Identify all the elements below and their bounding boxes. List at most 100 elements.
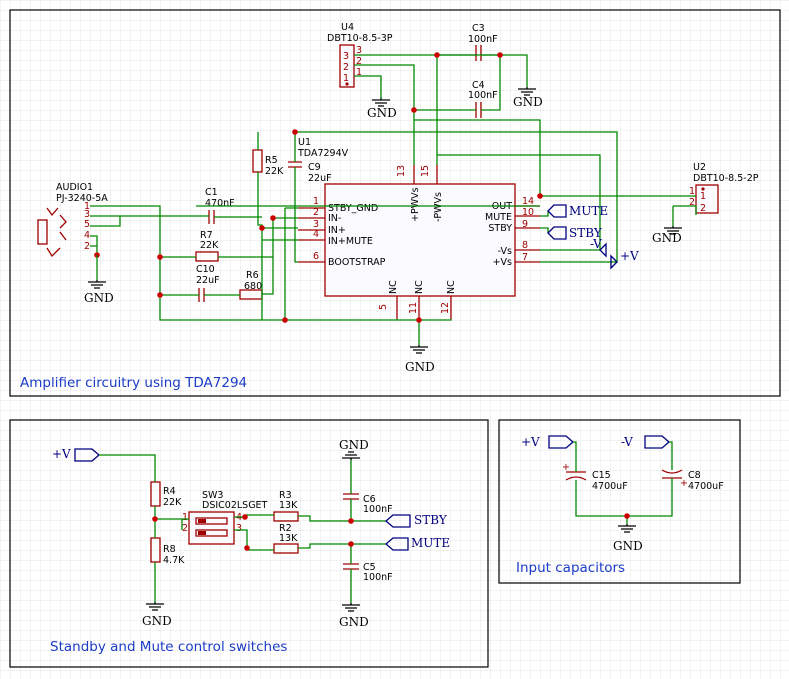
amplifier-section-title: Amplifier circuitry using TDA7294 bbox=[20, 375, 247, 391]
amplifier-wires bbox=[90, 54, 697, 345]
nv-net-flag[interactable]: -V bbox=[621, 435, 670, 449]
r3-value: 13K bbox=[279, 500, 298, 511]
u1-pin-name: +Vs bbox=[493, 257, 512, 268]
r4-value: 22K bbox=[163, 497, 182, 508]
u1-pin-num: 10 bbox=[522, 207, 534, 218]
pv-net-label: +V bbox=[620, 249, 639, 263]
u1-pin-name: NC bbox=[388, 280, 399, 294]
ground-symbol[interactable]: GND bbox=[84, 255, 114, 305]
u1-pin-num: 4 bbox=[313, 229, 319, 240]
c4-value: 100nF bbox=[468, 90, 498, 101]
stby-net-label: STBY bbox=[414, 513, 448, 527]
u1-pin-num: 2 bbox=[313, 207, 319, 218]
r8-value: 4.7K bbox=[163, 555, 185, 566]
stby-net-flag[interactable]: STBY bbox=[547, 226, 603, 240]
ground-symbol[interactable]: GND bbox=[142, 602, 172, 628]
u4-body[interactable] bbox=[339, 44, 355, 88]
input-caps-section-title: Input capacitors bbox=[516, 560, 625, 576]
u1-pin-name: -Vs bbox=[498, 246, 512, 257]
audio1-pin-num: 2 bbox=[84, 241, 90, 252]
audio1-jack[interactable]: AUDIO1 PJ-3240-5A 1 3 5 4 2 bbox=[37, 182, 108, 258]
c3-ref: C3 bbox=[472, 23, 485, 34]
u1-pin-num: 11 bbox=[408, 302, 419, 314]
ground-label: GND bbox=[405, 360, 435, 374]
u4-pin-num: 2 bbox=[343, 62, 349, 73]
c15-value: 4700uF bbox=[592, 481, 628, 492]
pv-net-flag[interactable]: +V bbox=[52, 447, 100, 462]
u1-pin-num: 13 bbox=[396, 165, 407, 177]
c1-ref: C1 bbox=[205, 187, 218, 198]
u1-body[interactable] bbox=[324, 183, 516, 297]
ground-symbol[interactable]: GND bbox=[513, 87, 543, 109]
stby-net-flag[interactable]: STBY bbox=[385, 513, 448, 528]
mute-net-flag[interactable]: MUTE bbox=[385, 536, 450, 551]
c3-value: 100nF bbox=[468, 34, 498, 45]
sw3-body[interactable] bbox=[188, 511, 235, 545]
audio1-pin-num: 3 bbox=[84, 209, 90, 220]
c5-ref: C5 bbox=[363, 562, 376, 573]
u1-pin-name: STBY bbox=[488, 223, 512, 234]
c6-ref: C6 bbox=[363, 494, 376, 505]
u1-ic[interactable]: U1 TDA7294V 1 2 3 4 6 STBY_GND IN- IN+ I… bbox=[297, 137, 540, 319]
u4-connector[interactable]: U4 DBT10-8.5-3P 3 2 1 3 2 1 bbox=[327, 22, 393, 88]
ground-symbol[interactable]: GND bbox=[652, 226, 682, 245]
u1-pin-name: +PWVs bbox=[410, 187, 421, 222]
u1-pin-name: STBY_GND bbox=[328, 203, 378, 214]
c10-ref: C10 bbox=[196, 264, 215, 275]
ground-symbol[interactable]: GND bbox=[367, 98, 397, 120]
ground-symbol[interactable]: GND bbox=[405, 345, 435, 374]
c5-value: 100nF bbox=[363, 572, 393, 583]
audio1-pin-num: 1 bbox=[84, 201, 90, 212]
mute-net-flag[interactable]: MUTE bbox=[547, 204, 608, 218]
u2-body[interactable] bbox=[695, 184, 719, 214]
ground-label: GND bbox=[339, 438, 369, 452]
c15-polarity-icon: + bbox=[562, 462, 570, 473]
sw3-switch[interactable]: SW3 DSIC02LSGET 1 2 4 3 bbox=[182, 490, 268, 545]
r6-ref: R6 bbox=[246, 270, 259, 281]
pv-net-flag[interactable]: +V bbox=[610, 249, 639, 270]
mute-net-label: MUTE bbox=[569, 204, 608, 218]
stby-net-label: STBY bbox=[569, 226, 603, 240]
u2-pin-num: 2 bbox=[689, 197, 695, 208]
nv-net-flag[interactable]: -V bbox=[590, 237, 607, 258]
u1-pin-num: 8 bbox=[522, 240, 528, 251]
u1-pin-name: IN- bbox=[328, 213, 341, 224]
c6-value: 100nF bbox=[363, 504, 393, 515]
audio1-pin-num: 4 bbox=[84, 230, 90, 241]
c8-polarity-icon: + bbox=[680, 478, 688, 489]
ground-symbol[interactable]: GND bbox=[613, 524, 643, 553]
c3-capacitor[interactable]: C3 100nF bbox=[468, 23, 498, 61]
ground-label: GND bbox=[367, 106, 397, 120]
u4-pin-num: 1 bbox=[356, 67, 362, 78]
r8-ref: R8 bbox=[163, 544, 176, 555]
u1-pin-num: 1 bbox=[313, 196, 319, 207]
r2-ref: R2 bbox=[279, 523, 292, 534]
pv-net-flag[interactable]: +V bbox=[521, 435, 574, 449]
c9-ref: C9 bbox=[308, 162, 321, 173]
ground-symbol[interactable]: GND bbox=[339, 438, 369, 460]
audio1-value: PJ-3240-5A bbox=[56, 193, 108, 204]
u1-pin-name: NC bbox=[446, 280, 457, 294]
u1-pin-name: BOOTSTRAP bbox=[328, 257, 386, 268]
ground-label: GND bbox=[339, 615, 369, 629]
u2-connector[interactable]: U2 DBT10-8.5-2P 1 2 1 2 bbox=[689, 162, 759, 214]
switches-section-frame[interactable] bbox=[9, 419, 489, 668]
u2-pin-num: 2 bbox=[700, 203, 706, 214]
u1-pin-num: 12 bbox=[440, 302, 451, 314]
u4-ref: U4 bbox=[341, 22, 354, 33]
r7-value: 22K bbox=[200, 240, 219, 251]
ground-symbol[interactable]: GND bbox=[339, 603, 369, 629]
u1-pin-num: 7 bbox=[522, 252, 528, 263]
amplifier-section-frame[interactable] bbox=[9, 9, 781, 397]
u2-ref: U2 bbox=[693, 162, 706, 173]
u2-pin-num: 1 bbox=[700, 191, 706, 202]
input-caps-section-frame[interactable] bbox=[498, 419, 741, 584]
audio1-body[interactable] bbox=[37, 219, 48, 245]
r3-ref: R3 bbox=[279, 490, 292, 501]
r5-value: 22K bbox=[265, 166, 284, 177]
c9-value: 22uF bbox=[308, 173, 332, 184]
sw3-ref: SW3 bbox=[202, 490, 223, 501]
u1-pin-name: IN+MUTE bbox=[328, 236, 373, 247]
